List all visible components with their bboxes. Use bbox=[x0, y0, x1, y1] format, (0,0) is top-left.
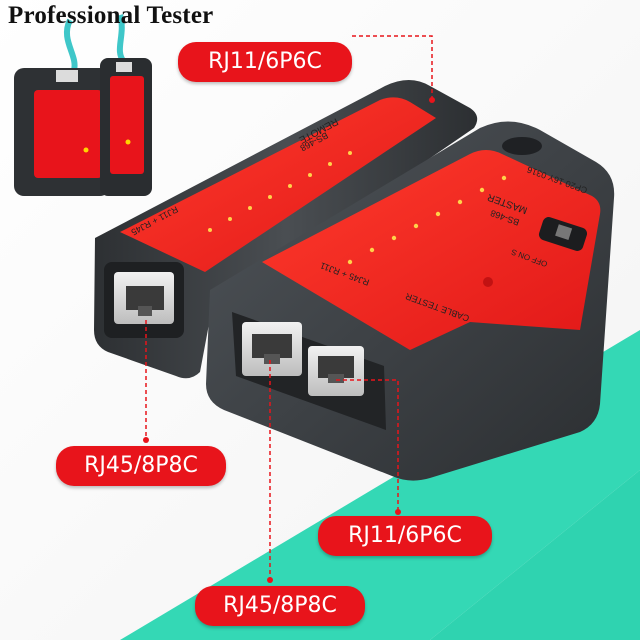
master-led-row bbox=[347, 175, 507, 265]
callout-rj11-top: RJ11/6P6C bbox=[178, 42, 352, 82]
callout-rj45-bottom: RJ45/8P8C bbox=[195, 586, 365, 626]
inset-photo bbox=[14, 14, 152, 196]
master-unit: CP20 16Y 0316 MASTER BS-468 OFF ON S RJ4… bbox=[206, 121, 615, 481]
remote-unit: REMOTE BS-468 RJ11 + RJ45 bbox=[94, 80, 478, 379]
callout-rj45-left: RJ45/8P8C bbox=[56, 446, 226, 486]
callout-rj11-middle: RJ11/6P6C bbox=[318, 516, 492, 556]
callout-leaders bbox=[145, 35, 433, 580]
product-title: Professional Tester bbox=[8, 2, 214, 29]
master-speaker-dots bbox=[483, 277, 493, 287]
remote-led-row bbox=[208, 151, 352, 232]
callout-dots bbox=[143, 97, 435, 583]
